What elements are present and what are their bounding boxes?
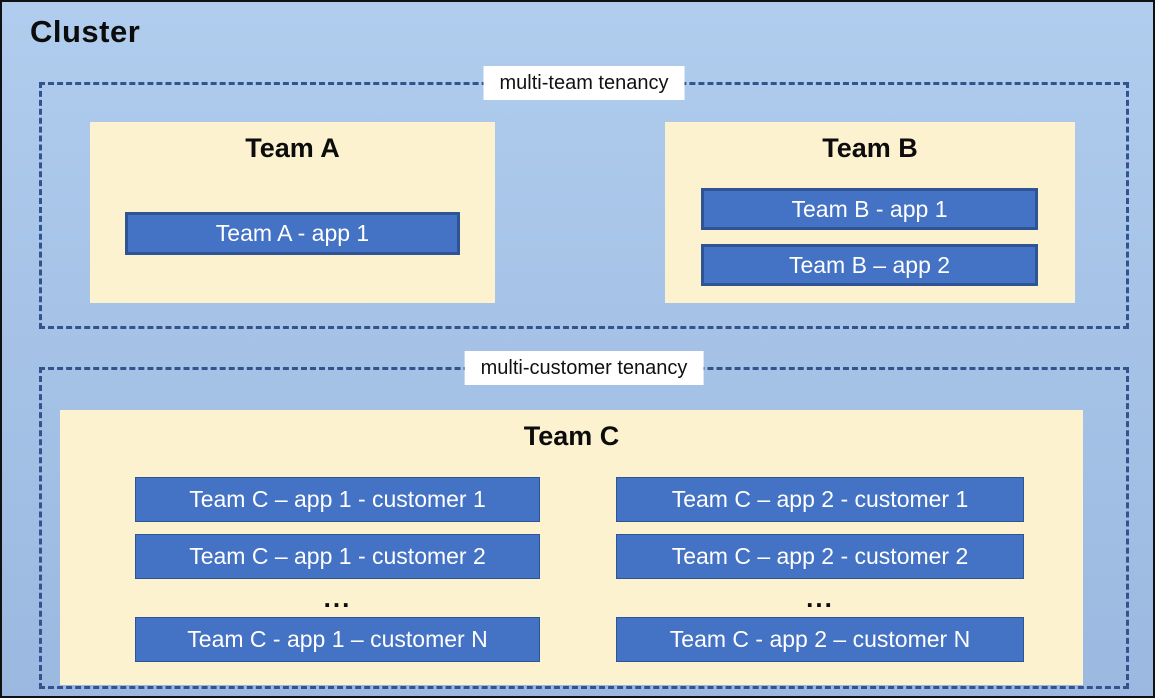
team-c-app1-ellipsis: ... bbox=[323, 582, 352, 613]
team-c-title: Team C bbox=[523, 421, 620, 451]
team-c-app-1-column: Team C – app 1 - customer 1 Team C – app… bbox=[135, 477, 540, 662]
team-a-title: Team A bbox=[245, 133, 340, 163]
team-b-title: Team B bbox=[822, 133, 918, 163]
team-b-app-1-box: Team B - app 1 bbox=[701, 188, 1038, 230]
team-c-app2-customer1-box: Team C – app 2 - customer 1 bbox=[616, 477, 1024, 522]
team-c-app-2-column: Team C – app 2 - customer 1 Team C – app… bbox=[616, 477, 1024, 662]
team-c-app2-customerN-box: Team C - app 2 – customer N bbox=[616, 617, 1024, 662]
team-c-app2-customer2-box: Team C – app 2 - customer 2 bbox=[616, 534, 1024, 579]
team-c-box: Team C Team C – app 1 - customer 1 Team … bbox=[60, 410, 1083, 685]
team-a-box: Team A Team A - app 1 bbox=[90, 122, 495, 303]
team-c-app2-ellipsis: ... bbox=[806, 582, 834, 613]
team-a-app-1-box: Team A - app 1 bbox=[125, 212, 460, 255]
team-b-box: Team B Team B - app 1 Team B – app 2 bbox=[665, 122, 1075, 303]
team-c-app1-customer2-box: Team C – app 1 - customer 2 bbox=[135, 534, 540, 579]
spacer bbox=[616, 522, 1024, 534]
multi-customer-tenancy-section: multi-customer tenancy Team C Team C – a… bbox=[39, 351, 1129, 689]
multi-team-tenancy-label: multi-team tenancy bbox=[483, 66, 685, 100]
team-c-app1-customerN-box: Team C - app 1 – customer N bbox=[135, 617, 540, 662]
cluster-title: Cluster bbox=[30, 14, 141, 49]
multi-customer-tenancy-label: multi-customer tenancy bbox=[464, 351, 704, 385]
team-c-app1-customer1-box: Team C – app 1 - customer 1 bbox=[135, 477, 540, 522]
team-b-app-2-box: Team B – app 2 bbox=[701, 244, 1038, 286]
multi-team-tenancy-section: multi-team tenancy Team A Team A - app 1… bbox=[39, 66, 1129, 329]
spacer bbox=[135, 522, 540, 534]
